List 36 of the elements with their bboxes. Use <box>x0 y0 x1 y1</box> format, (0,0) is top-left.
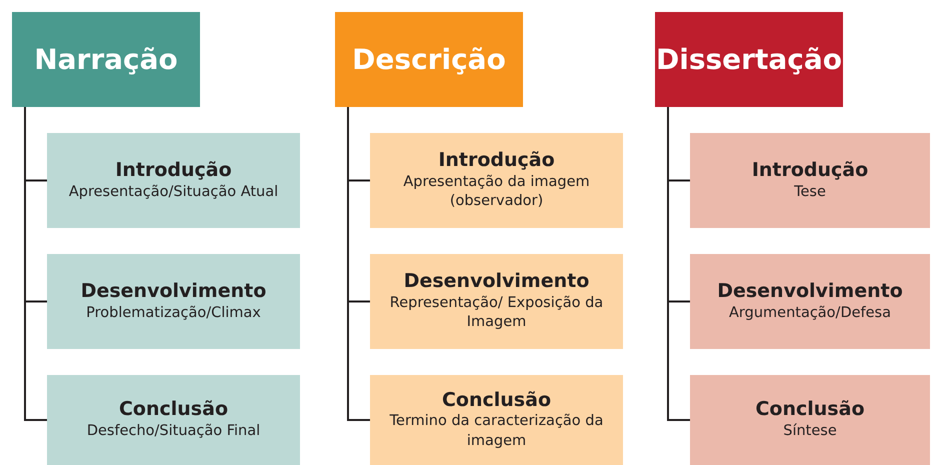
section-title: Desenvolvimento <box>404 270 590 294</box>
connector-line <box>667 107 690 421</box>
section-box <box>690 375 930 465</box>
section-description: Tese <box>793 182 827 202</box>
section-box <box>47 375 300 465</box>
section-box <box>690 254 930 349</box>
section-title: Introdução <box>752 158 868 183</box>
section-description: Apresentação da imagem (observador) <box>402 172 591 212</box>
header-box <box>655 12 843 107</box>
section-description: Desfecho/Situação Final <box>86 422 262 442</box>
section-title: Desenvolvimento <box>717 280 903 304</box>
section-description: Argumentação/Defesa <box>728 304 892 323</box>
section-title: Conclusão <box>442 388 551 412</box>
section-description: Termino da caracterização da imagem <box>388 412 604 451</box>
header-title: Narração <box>34 43 178 76</box>
section-description: Síntese <box>782 422 838 442</box>
section-title: Conclusão <box>755 398 864 422</box>
connector-line <box>347 107 370 421</box>
section-box <box>370 133 623 228</box>
section-title: Conclusão <box>118 398 228 422</box>
header-title: Dissertação <box>656 43 842 76</box>
section-box <box>47 254 300 349</box>
section-box <box>690 133 930 228</box>
section-title: Introdução <box>115 158 232 183</box>
section-description: Problematização/Climax <box>85 304 262 323</box>
section-title: Desenvolvimento <box>80 280 266 304</box>
section-box <box>47 133 300 228</box>
section-description: Apresentação/Situação Atual <box>68 182 280 202</box>
header-box <box>335 12 523 107</box>
header-title: Descrição <box>352 43 506 76</box>
section-box <box>370 375 623 465</box>
section-box <box>370 254 623 349</box>
connector-line <box>24 107 47 421</box>
section-title: Introdução <box>438 149 555 173</box>
section-description: Representação/ Exposição da Imagem <box>388 294 604 332</box>
header-box <box>12 12 200 107</box>
